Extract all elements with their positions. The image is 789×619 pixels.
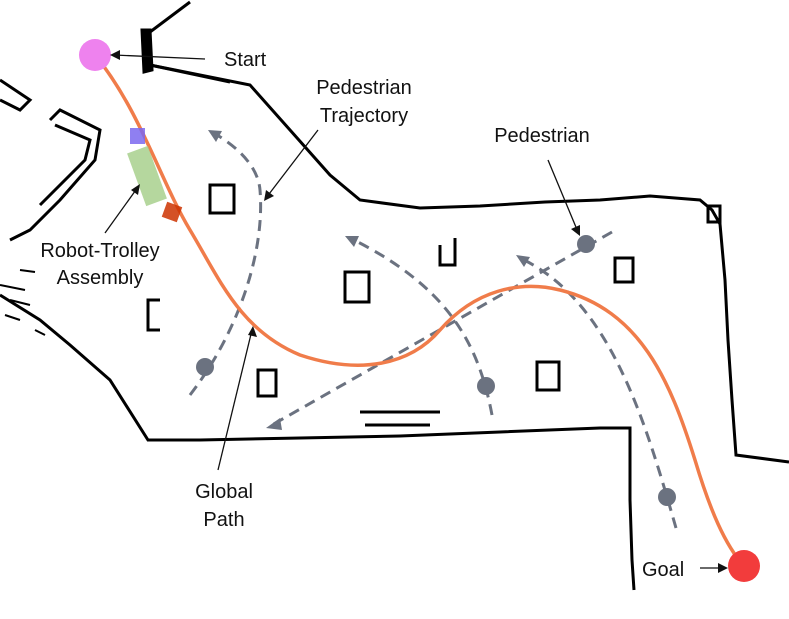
map-walls	[0, 0, 789, 591]
obstacle-5	[146, 298, 160, 332]
start-callout-line	[113, 54, 206, 60]
wall-pillar-top	[140, 28, 154, 74]
global-path-label-line1: Global	[195, 481, 253, 503]
pedestrian-label: Pedestrian	[494, 125, 590, 147]
robot-trolley-callout-head	[131, 184, 140, 195]
wall-left-inner	[38, 123, 92, 207]
trolley-end	[161, 201, 183, 223]
wall-left-room	[0, 78, 102, 242]
pedestrian-trajectory-callout-line	[265, 129, 319, 199]
goal-label: Goal	[642, 559, 684, 581]
wall-lower-boundary	[0, 293, 636, 591]
trolley	[127, 145, 167, 207]
robot-trolley-label-line2: Assembly	[57, 267, 144, 289]
obstacle-2	[343, 270, 371, 304]
start-label: Start	[224, 49, 267, 71]
pedestrian-trajectory-2	[271, 230, 613, 427]
arrowhead-1	[208, 130, 222, 142]
callout-arrows	[104, 54, 724, 569]
robot-trolley-assembly	[127, 128, 183, 223]
arrowhead-4	[516, 255, 530, 267]
obstacle-3	[438, 238, 457, 267]
wall-top-diagonal	[149, 0, 191, 34]
pedestrian-trajectory-callout-head	[264, 190, 274, 201]
obstacle-9	[706, 204, 722, 224]
pedestrian-trajectories	[188, 130, 678, 529]
global-path	[93, 53, 746, 568]
global-path-callout-head	[248, 326, 257, 337]
pedestrian-1	[196, 358, 214, 376]
arrowhead-3	[345, 236, 359, 247]
global-path-callout-line	[217, 329, 253, 471]
pedestrian-trajectory-3	[349, 236, 494, 416]
map-obstacles	[146, 183, 722, 427]
pedestrian-trajectory-4	[519, 256, 678, 529]
wall-left-noise	[0, 269, 46, 336]
pedestrian-trajectory-label-line1: Pedestrian	[316, 77, 412, 99]
trajectory-arrowheads	[208, 130, 530, 430]
pedestrian-trajectory-1	[188, 130, 263, 396]
start-marker	[79, 39, 111, 71]
wall-inner-upper	[149, 63, 231, 84]
obstacle-8	[360, 410, 440, 427]
global-path-label-line2: Path	[203, 509, 244, 531]
arrowhead-2	[266, 418, 282, 430]
obstacle-7	[535, 360, 561, 392]
pedestrian-3	[477, 377, 495, 395]
robot-trolley-label-line1: Robot-Trolley	[40, 240, 159, 262]
goal-marker	[728, 550, 760, 582]
pedestrian-2	[577, 235, 595, 253]
pedestrian-callout-line	[547, 159, 579, 233]
pedestrian-callout-head	[571, 225, 580, 236]
robot-trolley-callout-line	[104, 186, 139, 234]
callout-arrowheads	[110, 50, 728, 573]
obstacle-1	[208, 183, 236, 215]
robot	[130, 128, 145, 144]
obstacle-4	[613, 256, 635, 284]
pedestrian-trajectory-label-line2: Trajectory	[320, 105, 408, 127]
wall-upper-boundary	[149, 63, 789, 464]
obstacle-6	[256, 368, 278, 398]
pedestrian-4	[658, 488, 676, 506]
goal-callout-head	[718, 563, 728, 573]
pedestrians	[196, 235, 676, 506]
start-callout-head	[110, 50, 120, 60]
